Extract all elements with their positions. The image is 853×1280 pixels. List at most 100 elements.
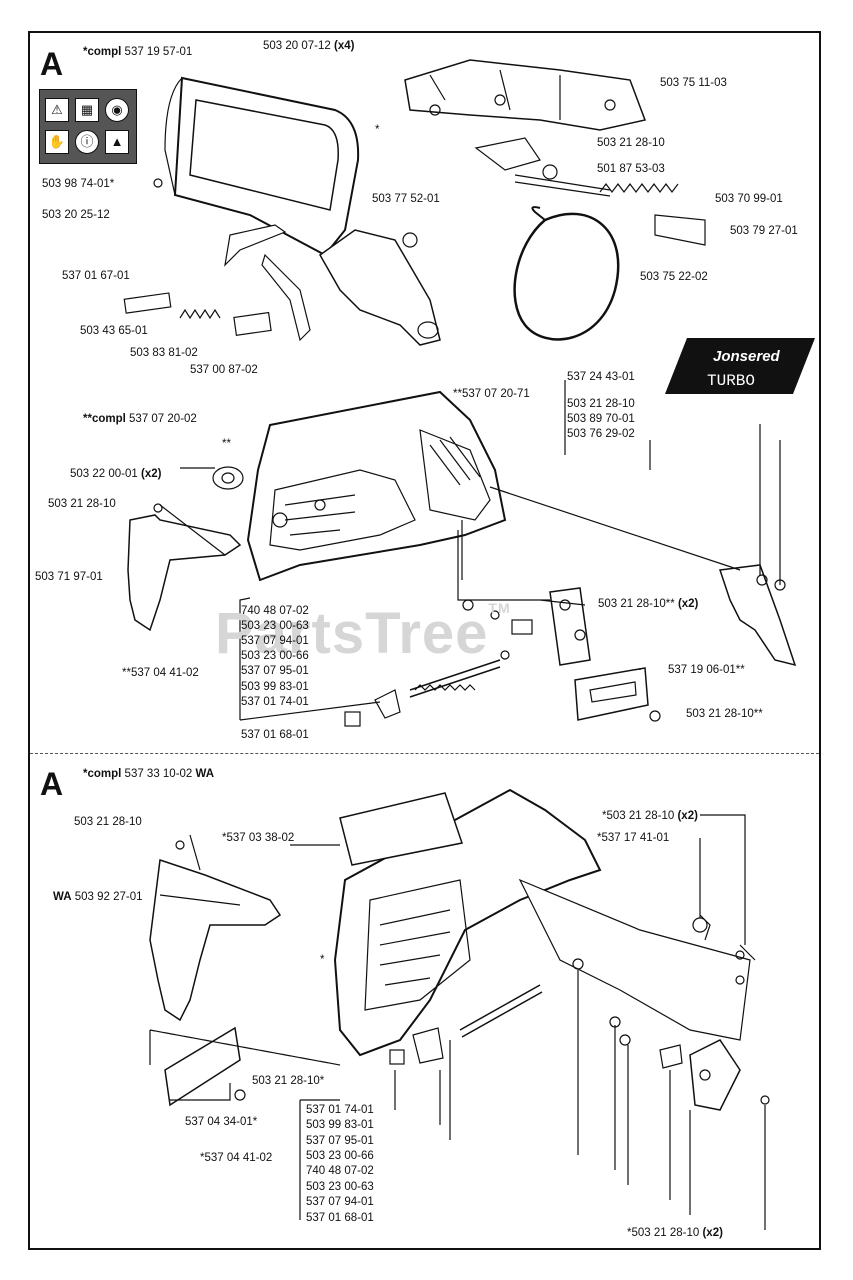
part-537-19-06-01: 537 19 06-01** <box>668 664 745 676</box>
part-b-503-21-28-10-x2: *503 21 28-10 (x2) <box>602 810 698 822</box>
brake-cover-plate <box>404 59 647 131</box>
part-503-83-81-02: 503 83 81-02 <box>130 347 198 359</box>
part-537-01-67-01: 537 01 67-01 <box>62 270 130 282</box>
part-503-79-27-01: 503 79 27-01 <box>730 225 798 237</box>
tensioner-plate-wa <box>689 1039 741 1111</box>
screw-small <box>153 178 163 188</box>
part-503-21-28-10: 503 21 28-10 <box>597 137 665 149</box>
mid-list-item: 537 01 74-01 <box>241 696 309 708</box>
chain-brake-handle <box>164 76 360 257</box>
brake-spring <box>599 183 679 193</box>
ear-icon: ⓘ <box>75 130 99 154</box>
part-503-20-25-12: 503 20 25-12 <box>42 209 110 221</box>
part-537-07-20-71: **537 07 20-71 <box>453 388 530 400</box>
bot-list-item: 537 07 95-01 <box>306 1135 374 1147</box>
mid-list-item: 503 23 00-66 <box>241 650 309 662</box>
brand-model: TURBO <box>707 372 755 390</box>
bot-list-item: 503 23 00-63 <box>306 1181 374 1193</box>
compl-label-bottom: *compl 537 33 10-02 WA <box>83 768 215 780</box>
diagram-frame <box>28 31 821 1250</box>
part-503-21-28-10-b: 503 21 28-10 <box>567 398 635 410</box>
bushing <box>402 232 418 248</box>
decal-plate <box>339 792 463 866</box>
mid-list-item: 537 01 68-01 <box>241 729 309 741</box>
part-503-21-28-10-e: 503 21 28-10** <box>686 708 763 720</box>
small-spring <box>179 308 221 320</box>
brake-band <box>513 212 620 341</box>
mid-list-item: 537 07 94-01 <box>241 635 309 647</box>
part-503-75-11-03: 503 75 11-03 <box>660 77 727 89</box>
brake-pin <box>123 292 172 314</box>
bot-list-item: 537 07 94-01 <box>306 1196 374 1208</box>
brake-latch <box>474 137 541 171</box>
section-letter-bottom: A <box>40 766 64 802</box>
part-503-89-70-01: 503 89 70-01 <box>567 413 635 425</box>
spring-cover <box>654 214 706 246</box>
warning-icon: ⚠ <box>45 98 69 122</box>
bot-list-head: *537 04 41-02 <box>200 1152 273 1164</box>
star-mark-top: * <box>375 124 380 136</box>
part-503-76-29-02: 503 76 29-02 <box>567 428 635 440</box>
star-mark-mid: ** <box>222 438 231 450</box>
part-503-43-65-01: 503 43 65-01 <box>80 325 148 337</box>
compl-label-top: *compl 537 19 57-01 <box>83 46 193 58</box>
tensioner-screw <box>409 659 501 698</box>
handguard-body <box>319 229 441 346</box>
brand-name: Jonsered <box>713 348 781 365</box>
part-b-503-92-27-01: WA 503 92 27-01 <box>53 891 143 903</box>
tensioner-plate <box>549 587 591 666</box>
bot-list-item: 503 99 83-01 <box>306 1119 374 1131</box>
clutch-cover <box>246 390 507 582</box>
bot-list-item: 537 01 74-01 <box>306 1104 374 1116</box>
part-503-70-99-01: 503 70 99-01 <box>715 193 783 205</box>
brake-link <box>261 253 311 342</box>
part-501-87-53-03: 501 87 53-03 <box>597 163 665 175</box>
part-537-00-87-02: 537 00 87-02 <box>190 364 258 376</box>
section-divider <box>30 753 819 754</box>
mid-list-head: **537 04 41-02 <box>122 667 199 679</box>
clutch-cover-wa <box>333 788 751 1057</box>
mid-list-item: 503 99 83-01 <box>241 681 309 693</box>
chain-catcher <box>718 564 797 667</box>
brake-rod <box>514 174 611 197</box>
part-b-537-17-41-01: *537 17 41-01 <box>597 832 670 844</box>
bot-list-item: 740 48 07-02 <box>306 1165 374 1177</box>
mid-list-item: 740 48 07-02 <box>241 605 309 617</box>
watermark: PartsTreeTM <box>215 600 511 666</box>
part-b-537-04-34-01: 537 04 34-01* <box>185 1116 258 1128</box>
manual-icon: ▦ <box>75 98 99 122</box>
part-b-503-21-28-10-last: *503 21 28-10 (x2) <box>627 1227 723 1239</box>
bot-list-item: 537 01 68-01 <box>306 1212 374 1224</box>
part-537-24-43-01: 537 24 43-01 <box>567 371 635 383</box>
washer <box>212 466 244 490</box>
tensioner-screw-wa <box>459 984 543 1038</box>
part-503-20-07-12: 503 20 07-12 (x4) <box>263 40 355 52</box>
bar-guide-plate <box>574 667 649 721</box>
part-503-71-97-01: 503 71 97-01 <box>35 571 103 583</box>
glove-icon: ✋ <box>45 130 69 154</box>
section-letter-top: A <box>40 46 64 82</box>
mid-list-item: 503 23 00-63 <box>241 620 309 632</box>
compl-label-mid: **compl 537 07 20-02 <box>83 413 197 425</box>
part-503-21-28-10-d: 503 21 28-10** (x2) <box>598 598 699 610</box>
part-503-77-52-01: 503 77 52-01 <box>372 193 440 205</box>
part-503-98-74-01: 503 98 74-01* <box>42 178 115 190</box>
mid-list-item: 537 07 95-01 <box>241 665 309 677</box>
brake-lever <box>224 224 287 267</box>
bar-guide-plate-wa <box>164 1026 241 1107</box>
warning-decal: ⚠ ▦ ◉ ✋ ⓘ ▲ <box>39 89 137 164</box>
helmet-icon: ◉ <box>105 98 129 122</box>
spike-bumper <box>127 514 242 632</box>
bot-list-item: 503 23 00-66 <box>306 1150 374 1162</box>
boot-icon: ▲ <box>105 130 129 154</box>
star-mark-bottom: * <box>320 954 325 966</box>
part-503-21-28-10-c: 503 21 28-10 <box>48 498 116 510</box>
part-503-75-22-02: 503 75 22-02 <box>640 271 708 283</box>
part-b-503-21-28-10-s: 503 21 28-10* <box>252 1075 325 1087</box>
spike-bumper-wa <box>149 858 282 1022</box>
brand-logo: Jonsered TURBO <box>665 338 815 394</box>
part-503-22-00-01: 503 22 00-01 (x2) <box>70 468 162 480</box>
spacer <box>233 311 272 336</box>
part-b-537-03-38-02: *537 03 38-02 <box>222 832 295 844</box>
